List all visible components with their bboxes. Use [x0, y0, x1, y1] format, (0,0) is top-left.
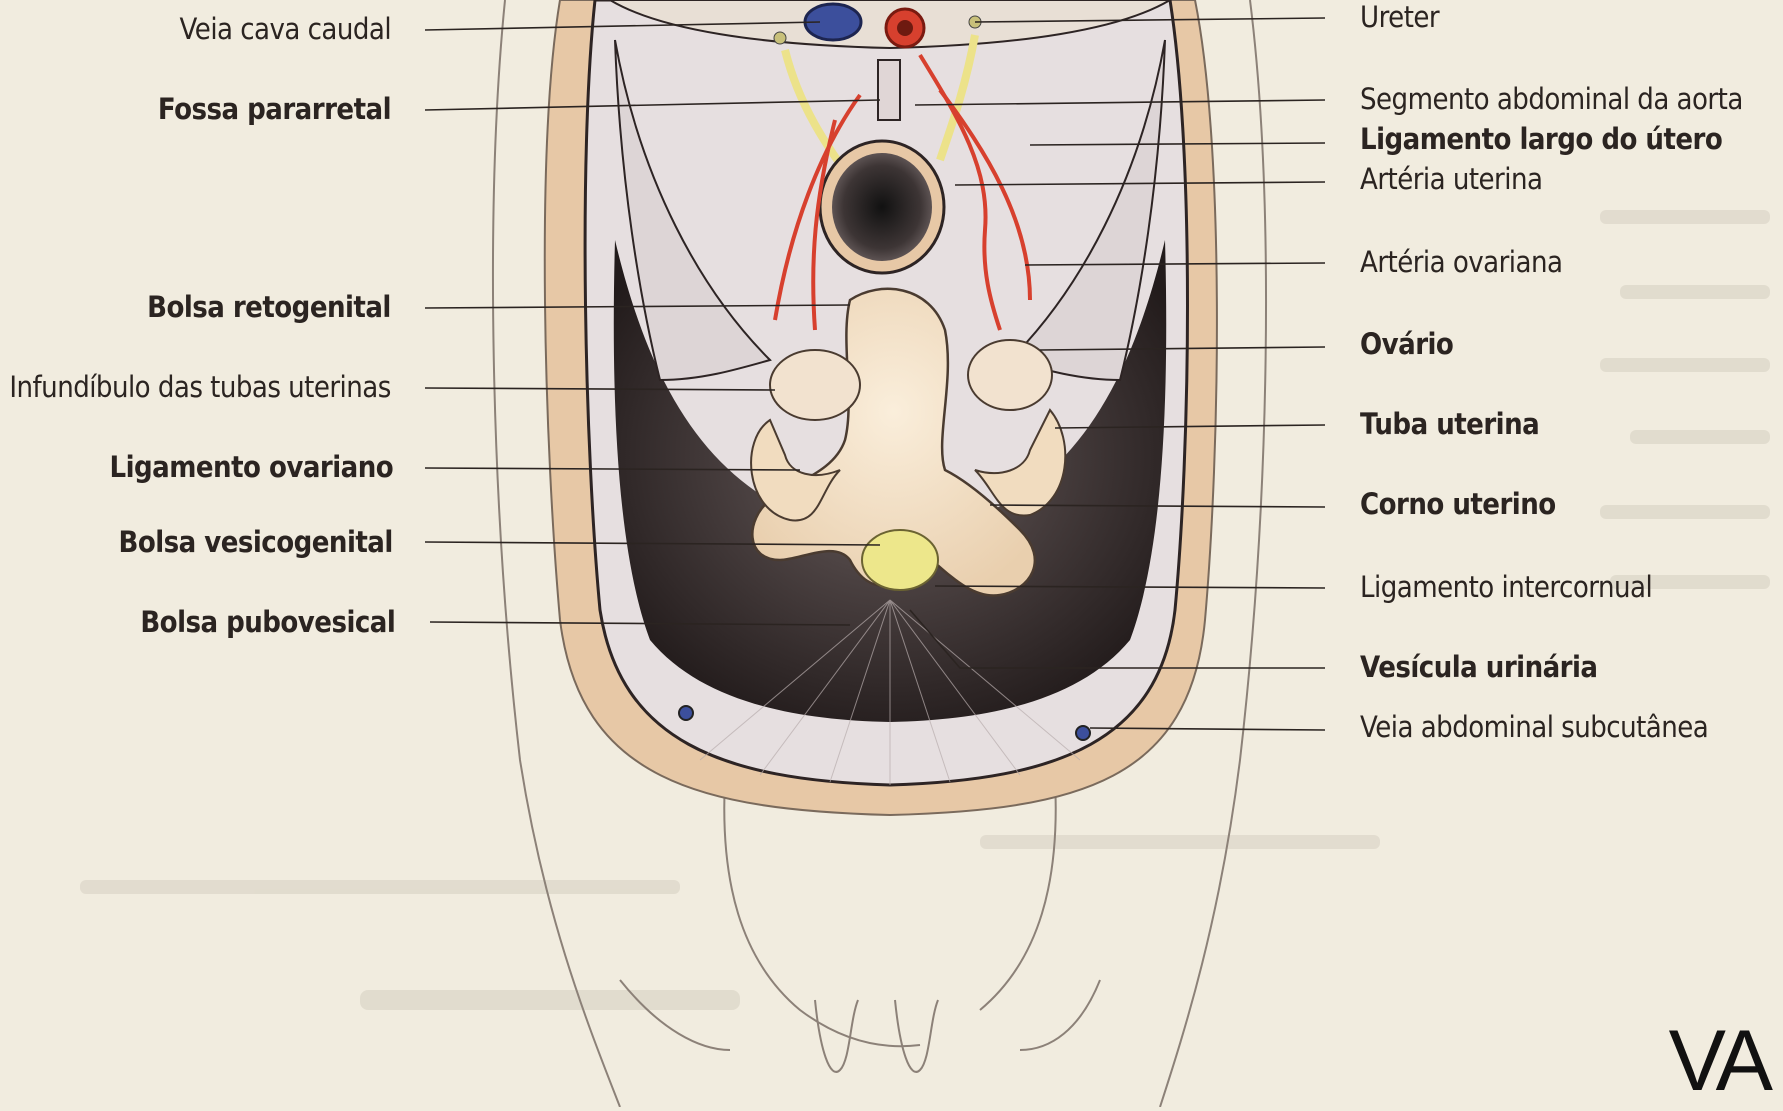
- label-ligamento-ovariano: Ligamento ovariano: [109, 450, 393, 484]
- label-fossa-pararretal: Fossa pararretal: [158, 92, 391, 126]
- right-ovary: [968, 340, 1052, 410]
- watermark-logo: VA: [1669, 1012, 1769, 1111]
- subcutaneous-vein-right: [1076, 726, 1090, 740]
- label-ureter: Ureter: [1360, 0, 1439, 34]
- label-corno-uterino: Corno uterino: [1360, 487, 1556, 521]
- label-bolsa-retogenital: Bolsa retogenital: [147, 290, 391, 324]
- label-bolsa-pubovesical: Bolsa pubovesical: [140, 605, 395, 639]
- label-arteria-uterina: Artéria uterina: [1360, 162, 1542, 196]
- label-tuba-uterina: Tuba uterina: [1360, 407, 1539, 441]
- label-arteria-ovariana: Artéria ovariana: [1360, 245, 1562, 279]
- label-infundibulo: Infundíbulo das tubas uterinas: [10, 370, 391, 404]
- label-ovario: Ovário: [1360, 327, 1453, 361]
- label-ligamento-intercornual: Ligamento intercornual: [1360, 570, 1652, 604]
- bladder: [862, 530, 938, 590]
- left-ovary: [770, 350, 860, 420]
- label-veia-cava-caudal: Veia cava caudal: [179, 12, 391, 46]
- label-ligamento-largo: Ligamento largo do útero: [1360, 122, 1722, 156]
- label-veia-abdominal: Veia abdominal subcutânea: [1360, 710, 1708, 744]
- label-aorta: Segmento abdominal da aorta: [1360, 82, 1743, 116]
- label-vesicula-urinaria: Vesícula urinária: [1360, 650, 1598, 684]
- label-bolsa-vesicogenital: Bolsa vesicogenital: [119, 525, 393, 559]
- subcutaneous-vein-left: [679, 706, 693, 720]
